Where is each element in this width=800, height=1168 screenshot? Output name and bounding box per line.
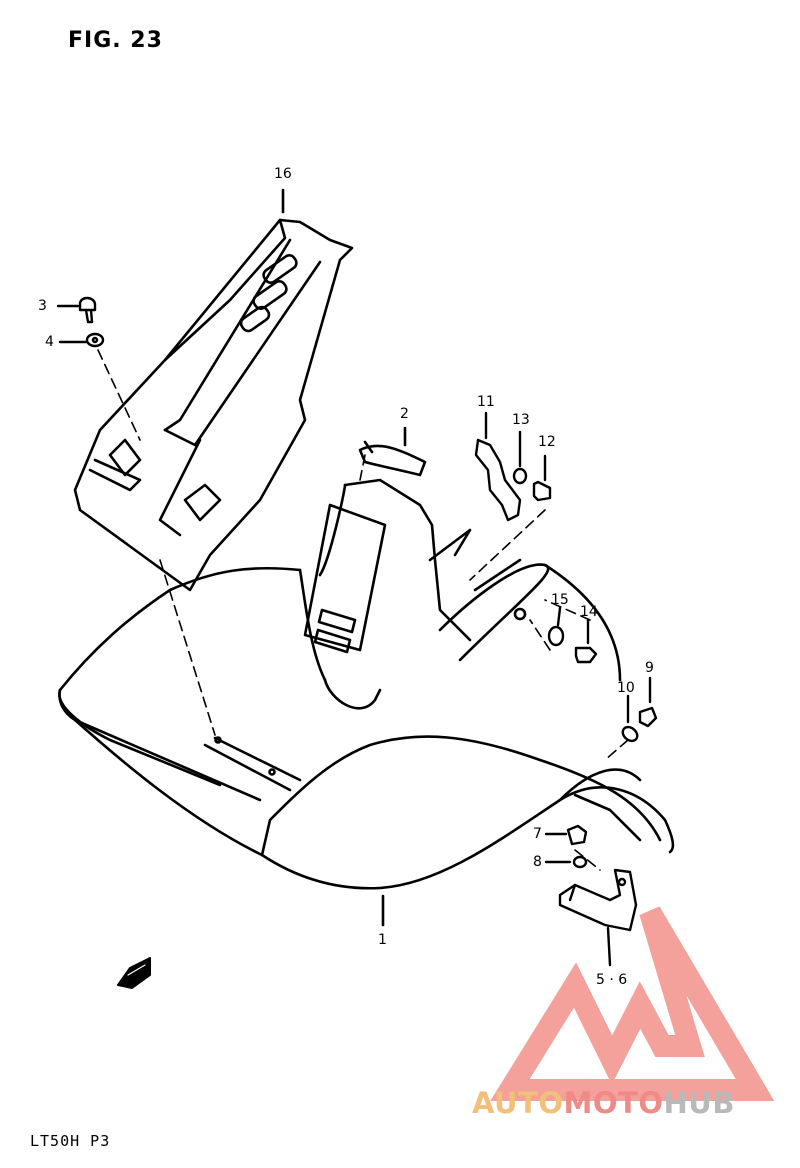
automotohub-watermark: AUTOMOTOHUB (472, 1086, 735, 1120)
callout-14: 14 (580, 604, 598, 620)
watermark-part-moto: MOTO (563, 1086, 664, 1120)
callout-3: 3 (38, 298, 47, 314)
callout-1: 1 (378, 932, 387, 948)
callout-4: 4 (45, 334, 54, 350)
bolt-part-3 (56, 296, 97, 324)
bracket-part-11 (474, 411, 522, 522)
automotohub-logo-icon (490, 906, 775, 1101)
clip-part-2 (358, 426, 427, 477)
model-code: LT50H P3 (30, 1132, 111, 1150)
callout-2: 2 (400, 406, 409, 422)
callout-10: 10 (617, 680, 635, 696)
callout-13: 13 (512, 412, 530, 428)
bolt-part-12 (532, 454, 552, 502)
front-direction-arrow-icon (117, 957, 151, 989)
washer-part-4 (58, 332, 105, 348)
nut-part-15 (547, 606, 565, 647)
bolt-part-7 (544, 824, 588, 846)
watermark-part-hub: HUB (663, 1086, 735, 1120)
callout-12: 12 (538, 434, 556, 450)
callout-11: 11 (477, 394, 495, 410)
watermark-part-auto: AUTO (472, 1086, 564, 1120)
washer-part-13 (512, 430, 528, 485)
figure-title: FIG. 23 (68, 28, 163, 53)
instrument-cover-part-16 (73, 188, 354, 592)
bolt-part-9 (638, 676, 658, 728)
washer-part-10 (621, 694, 639, 743)
callout-8: 8 (533, 854, 542, 870)
nut-part-8 (544, 855, 588, 869)
callout-16: 16 (274, 166, 292, 182)
bracket-part-5-6 (558, 868, 638, 967)
callout-5-6: 5 · 6 (596, 972, 628, 988)
callout-9: 9 (645, 660, 654, 676)
bolt-part-14 (574, 618, 598, 664)
front-fender-part-1 (58, 478, 675, 927)
callout-7: 7 (533, 826, 542, 842)
callout-15: 15 (551, 592, 569, 608)
assembly-leader-lines (97, 349, 629, 871)
